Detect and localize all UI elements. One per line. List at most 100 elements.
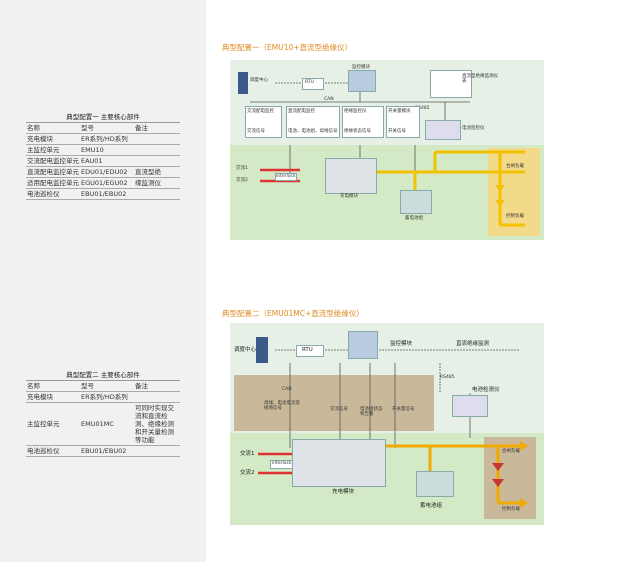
dispatch-label: 调度中心 [250,78,268,83]
component-table-2: 典型配置二 主要核心部件 名称 型号 备注 充电模块 ER系列/HD系列 主监控… [26,368,180,457]
table-cell [134,391,180,403]
ac1-label: 交流1 [236,166,248,171]
signal-label: 母线、电池电流及接地信号 [264,401,300,411]
module-label: 开关量模块 [388,109,411,114]
can-label: CAN [282,387,292,392]
table-row: 主监控单元 EMU01MC 可同时实现交流和直流检测、绝缘检测和开关量检测等功能 [26,402,180,446]
load1-label: 合闸负载 [506,164,524,169]
table-cell: 充电模块 [26,391,80,403]
diagram-1: 调度中心 RTU 监控模块 CAN 直流型绝缘监测仪表 RS485 电池巡检仪 … [230,60,544,240]
table-caption: 典型配置一 主要核心部件 [26,110,180,123]
load-area [488,148,540,236]
module-box [245,106,282,138]
charger-box [292,439,386,487]
table-row: 电池巡检仪 EBU01/EBU02 [26,445,180,457]
table-row: 交流配电监控单元 EAU01 [26,155,180,167]
table-cell [134,188,180,200]
table-row: 充电模块 ER系列/HD系列 [26,391,180,403]
table-header: 备注 [134,123,180,134]
table-header: 型号 [80,123,134,134]
rtu-label: RTU [305,80,314,85]
table-cell: ER系列/HD系列 [80,133,134,145]
ac2-label: 交流2 [236,178,248,183]
diagram-1-lines [250,82,525,227]
table-cell [134,133,180,145]
table-cell [134,144,180,156]
table-cell [134,155,180,167]
table-cell: 电池巡检仪 [26,188,80,200]
table-row: 适用配电监控单元 EGU01/EGU02 缘监测仪 [26,177,180,189]
table-cell: 电池巡检仪 [26,445,80,457]
ac1-label: 交流1 [240,451,255,457]
table-cell: EBU01/EBU02 [80,188,134,200]
signal-label: 开关信号 [388,129,406,134]
module-box [286,106,340,138]
rs485-label: RS485 [440,375,455,380]
ac2-label: 交流2 [240,470,255,476]
table-row: 电池巡检仪 EBU01/EBU02 [26,188,180,200]
battery-label: 蓄电池组 [405,216,423,221]
load2-label: 控制负载 [506,214,524,219]
monitor-label: 监控模块 [390,341,413,347]
table-cell: EGU01/EGU02 [80,177,134,189]
table-header: 名称 [26,123,80,134]
signal-label: 开关量信号 [392,407,415,412]
module-label: 交流配电监控 [247,109,274,114]
table-cell: 直流型绝 [134,166,180,178]
load2-label: 控制负载 [502,507,520,512]
rs485-label: RS485 [415,106,430,111]
table-cell: EMU01MC [80,402,134,446]
table-cell: 主监控单元 [26,144,80,156]
table-cell: 充电模块 [26,133,80,145]
battery-monitor-label: 电池检测仪 [472,387,500,393]
table-cell: EAU01 [80,155,134,167]
table-row: 直流配电监控单元 EDU01/EDU02 直流型绝 [26,166,180,178]
battery-label: 蓄电池组 [420,503,443,509]
table-cell: EDU01/EDU02 [80,166,134,178]
section-2-title: 典型配置二（EMU01MC+直流型绝缘仪） [222,309,364,318]
signal-label: 交流信号 [247,129,265,134]
table-cell: 适用配电监控单元 [26,177,80,189]
rtu-label: RTU [302,347,313,353]
module-box [342,106,384,138]
section-1-title: 典型配置一（EMU10+直流型绝缘仪） [222,43,353,52]
battery-box [416,471,454,497]
table-header-row: 名称 型号 备注 [26,123,180,134]
diagram-2: 调度中心 RTU 监控模块 直流绝缘监测 CAN RS485 电池检测仪 母线、… [230,323,544,525]
table-cell: 主监控单元 [26,402,80,446]
table-cell: EBU01/EBU02 [80,445,134,457]
rtu-box [296,345,324,357]
battery-monitor-box [425,120,461,140]
load1-label: 合闸负载 [502,449,520,454]
load-area [484,437,536,519]
table-cell: 直流配电监控单元 [26,166,80,178]
table-caption: 典型配置二 主要核心部件 [26,368,180,381]
signal-area [234,375,434,431]
interlock-label: interlock [276,174,296,179]
charger-label: 充电模块 [332,489,355,495]
table-cell: ER系列/HD系列 [80,391,134,403]
table-cell: 交流配电监控单元 [26,155,80,167]
component-table-1: 典型配置一 主要核心部件 名称 型号 备注 充电模块 ER系列/HD系列 主监控… [26,110,180,200]
interlock-label: interlock [272,461,292,466]
table-header: 型号 [80,381,134,392]
monitor-box [348,331,378,359]
table-cell: 缘监测仪 [134,177,180,189]
table-row: 主监控单元 EMU10 [26,144,180,156]
table-header-row: 名称 型号 备注 [26,381,180,392]
monitor-box [348,70,376,92]
table-cell [134,445,180,457]
table-header: 名称 [26,381,80,392]
server-icon [238,72,248,94]
battery-monitor-label: 电池巡检仪 [462,126,485,131]
server-icon [256,337,268,363]
signal-label: 电池组状态和告警 [360,407,383,417]
module-label: 绝缘监控仪 [344,109,367,114]
signal-label: 交流信号 [330,407,348,412]
insulation-top-box [430,70,472,98]
signal-label: 电池、电池组、母线信号 [288,129,338,134]
table-header: 备注 [134,381,180,392]
monitor-label: 监控模块 [352,65,370,70]
dispatch-label: 调度中心 [234,347,257,353]
table-cell: 可同时实现交流和直流检测、绝缘检测和开关量检测等功能 [134,402,180,446]
